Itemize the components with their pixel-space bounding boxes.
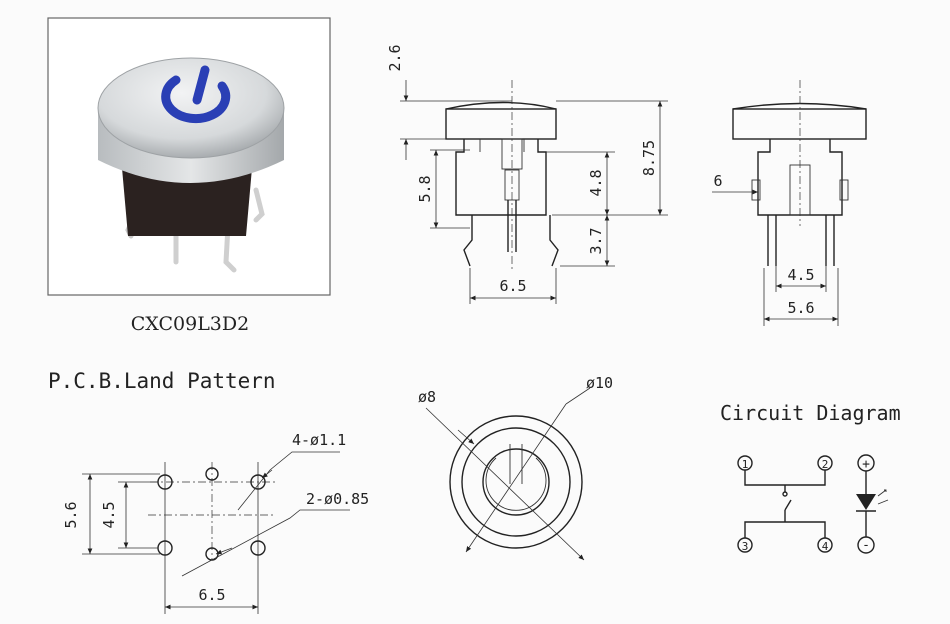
pcb-hole-small <box>205 467 219 481</box>
front-view <box>445 80 559 270</box>
led-plus-label: + <box>862 457 870 472</box>
pcb-title: P.C.B.Land Pattern <box>48 369 276 393</box>
body-height-label: 5.8 <box>416 175 434 202</box>
circuit-pin-3-label: 3 <box>742 540 749 553</box>
pcb-pattern <box>82 451 350 614</box>
upper-pin-label: 4.8 <box>587 169 605 196</box>
top-led-ring <box>482 448 550 516</box>
outer-span-label: 5.6 <box>787 299 814 317</box>
product-photo <box>47 17 331 296</box>
circuit-pin-1-label: 1 <box>742 458 749 471</box>
top-view <box>425 387 591 561</box>
power-icon <box>161 65 231 124</box>
lower-pin-label: 3.7 <box>587 227 605 254</box>
total-height-label: 8.75 <box>640 140 658 176</box>
top-inner-dia-label: ø8 <box>418 388 436 406</box>
pcb-hole-small-label: 2-ø0.85 <box>306 490 369 508</box>
circuit-pin-2-label: 2 <box>822 458 829 471</box>
circuit-title: Circuit Diagram <box>720 401 901 425</box>
side-offset-label: 6 <box>713 172 722 190</box>
switch-body <box>122 168 252 236</box>
led-minus-label: - <box>862 538 870 553</box>
pin-icon <box>223 223 237 273</box>
pcb-hole-large <box>250 474 266 490</box>
led-emit-icon <box>877 489 887 497</box>
top-inner-circle <box>461 427 571 537</box>
pcb-height-outer-label: 5.6 <box>62 501 80 528</box>
circuit-pin-4-label: 4 <box>822 540 829 553</box>
top-outer-dia-label: ø10 <box>586 374 613 392</box>
side-dimensions <box>712 189 839 326</box>
part-number: CXC09L3D2 <box>131 313 249 335</box>
switch-cap <box>97 57 285 159</box>
top-outer-circle <box>449 415 583 549</box>
cap-height-label: 2.6 <box>386 44 404 71</box>
pin-span-label: 6.5 <box>499 277 526 295</box>
pcb-height-inner-label: 4.5 <box>100 501 118 528</box>
pcb-hole-large <box>250 540 266 556</box>
pin-icon <box>253 187 265 223</box>
pcb-width-label: 6.5 <box>198 586 225 604</box>
switch-contact-icon <box>784 499 792 511</box>
side-view <box>732 80 867 266</box>
led-diode-icon <box>856 494 876 510</box>
pcb-hole-large-label: 4-ø1.1 <box>292 431 346 449</box>
circuit-diagram <box>737 454 889 554</box>
inner-span-label: 4.5 <box>787 266 814 284</box>
front-dimensions <box>400 80 668 304</box>
